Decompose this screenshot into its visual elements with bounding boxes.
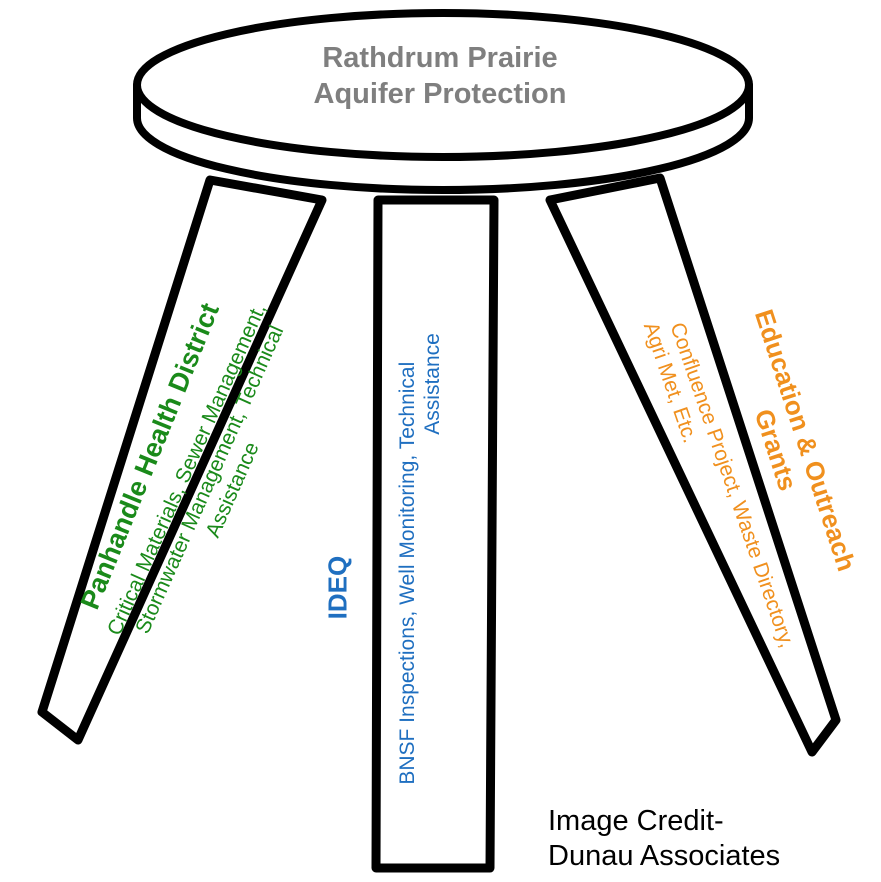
image-credit-line2: Dunau Associates — [548, 839, 781, 872]
image-credit: Image Credit- Dunau Associates — [548, 804, 780, 874]
seat-title-line1: Rathdrum Prairie — [322, 42, 558, 74]
seat-title: Rathdrum Prairie Aquifer Protection — [230, 40, 650, 113]
center-leg-detail-line1: BNSF Inspections, Well Monitoring, Techn… — [395, 361, 419, 785]
center-leg-heading: IDEQ — [322, 555, 353, 620]
image-credit-line1: Image Credit- — [548, 805, 724, 837]
left-leg — [37, 175, 327, 745]
right-leg — [545, 173, 841, 757]
center-leg — [371, 195, 499, 873]
seat-title-line2: Aquifer Protection — [313, 78, 567, 111]
center-leg-detail: BNSF Inspections, Well Monitoring, Techn… — [395, 323, 445, 823]
center-leg-detail-line2: Assistance — [421, 333, 444, 435]
seat-top — [133, 9, 753, 161]
